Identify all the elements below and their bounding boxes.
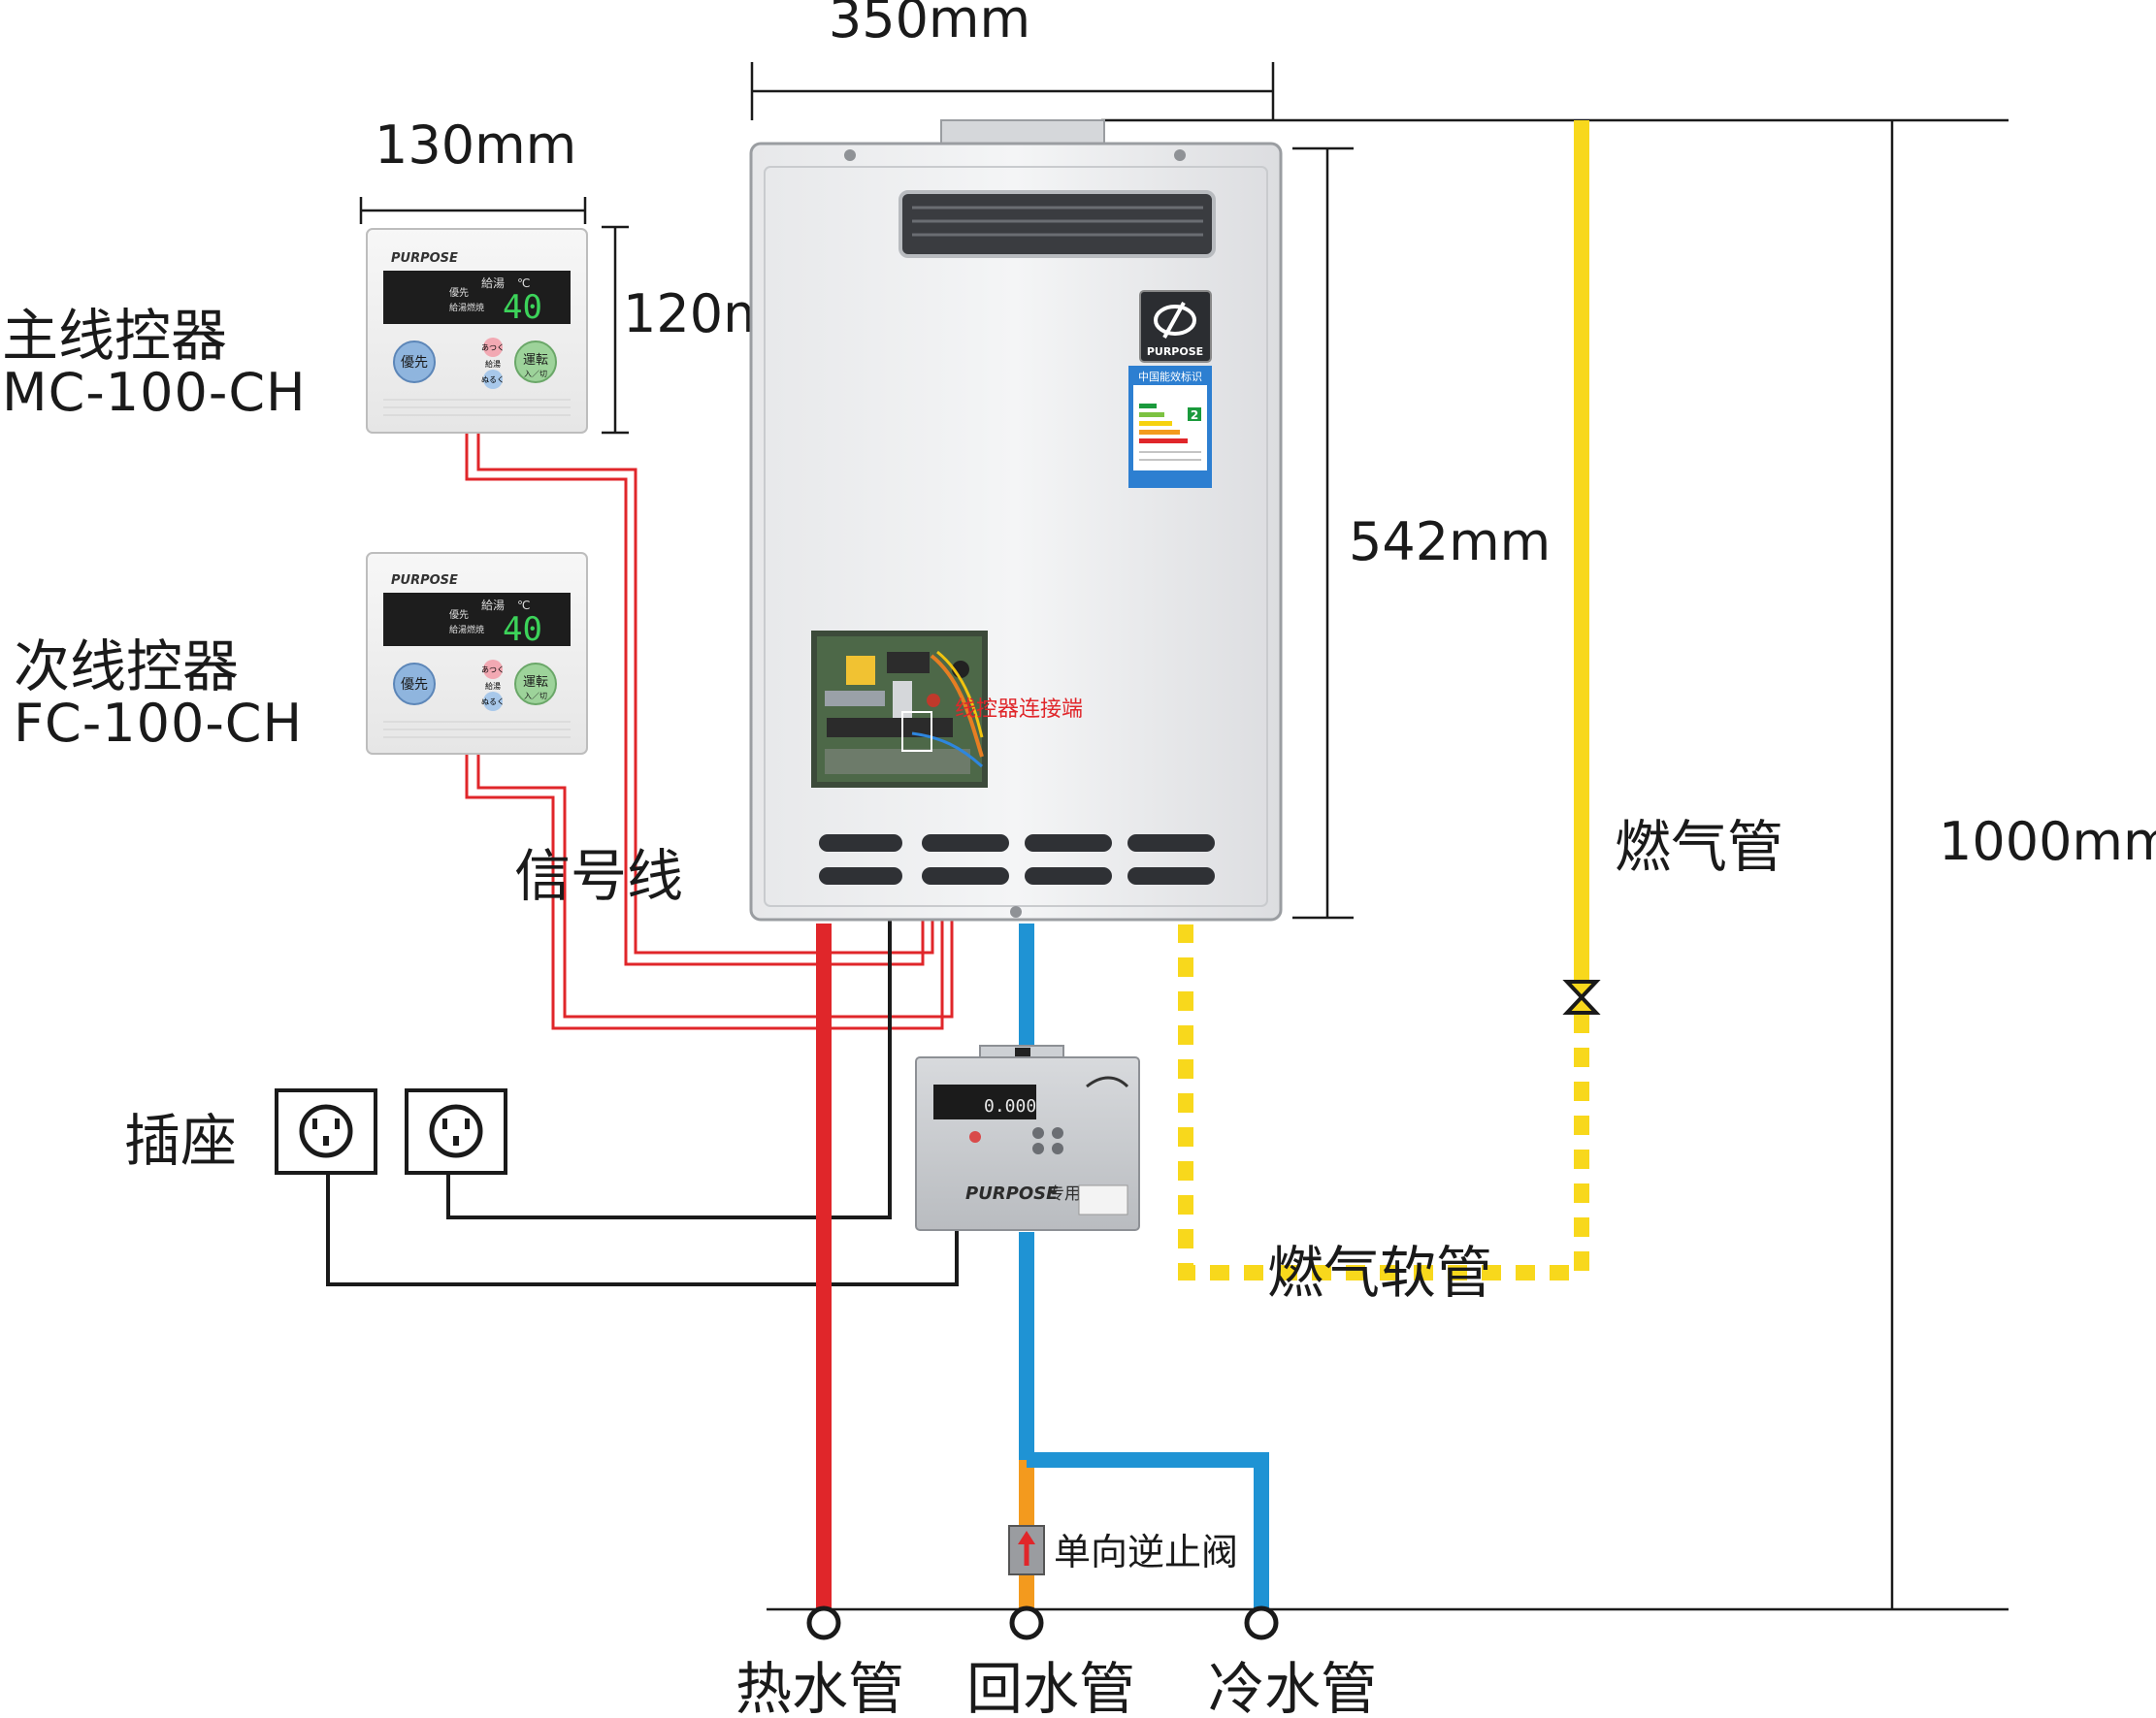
main-controller-indicator-2: 給湯燃焼 [449,302,484,313]
main-temp-down-label: ぬるく [481,375,505,384]
sub-controller-label-temp: 給湯 [481,599,505,612]
main-priority-button[interactable] [393,340,436,383]
main-temp-down-button[interactable] [483,370,503,389]
circuit-board: 线控器连接端 [811,631,1083,788]
sub-controller-display: 40 [503,610,542,649]
sub-controller-model: FC-100-CH [14,693,303,754]
sub-run-button[interactable] [514,663,557,705]
pump-display: 0.000 [984,1096,1036,1117]
socket-label: 插座 [124,1108,237,1174]
main-temp-mid-label: 給湯 [485,359,501,369]
main-temp-up-button[interactable] [483,338,503,357]
sub-run-label: 運転 [523,675,548,690]
sub-controller-name: 次线控器 [14,633,239,699]
gas-pipe-group [1178,120,1601,1280]
install-height-dimension: 1000mm [1939,811,2156,872]
dimension-lines [359,62,2009,1611]
main-controller-brand: PURPOSE [391,251,458,266]
gas-pipe-label: 燃气管 [1615,814,1783,880]
power-cords [326,918,959,1286]
width-dimension: 350mm [829,0,1030,49]
main-run-label: 運転 [523,353,548,368]
energy-label: 中国能效标识 2 [1128,366,1212,488]
main-controller-model: MC-100-CH [2,362,307,423]
pump-brand-suffix: 专用 [1048,1184,1081,1204]
pump-button[interactable] [969,1131,981,1143]
sub-temp-up-button[interactable] [483,660,503,679]
circulation-pump: 0.000 PURPOSE 专用 [915,1045,1140,1231]
socket-icon [429,1104,483,1158]
socket-2 [405,1088,507,1175]
main-temp-up-label: あつく [481,343,505,352]
sub-priority-label: 優先 [401,677,428,693]
sockets [275,1088,507,1175]
sub-controller-indicator-1: 優先 [449,608,469,621]
signal-wire-label: 信号线 [514,843,683,909]
sub-priority-button[interactable] [393,663,436,705]
sub-run-sub-label: 入／切 [524,692,547,700]
pump-button[interactable] [1032,1127,1044,1139]
intake-vents [819,834,1215,885]
gas-hose-label: 燃气软管 [1267,1240,1492,1306]
pipe-end-markers [806,1605,1279,1640]
main-controller-display: 40 [503,288,542,327]
return-pipe-label: 回水管 [966,1656,1135,1718]
heater-brand: PURPOSE [1147,345,1203,358]
sub-controller-label-unit: ℃ [517,599,530,612]
pump-brand: PURPOSE [965,1183,1059,1204]
controller-width-dimension: 130mm [375,114,576,176]
cold-water-pipe [1027,1452,1269,1609]
socket-icon [299,1104,353,1158]
main-controller-label-temp: 給湯 [481,276,505,290]
socket-1 [275,1088,377,1175]
check-valve-icon [1008,1525,1045,1575]
sub-temp-up-label: あつく [481,665,505,674]
main-priority-label: 優先 [401,355,428,371]
sub-controller-brand: PURPOSE [391,573,458,588]
main-controller: PURPOSE 給湯 ℃ 優先 給湯燃焼 40 優先 あつく 給湯 ぬるく 運転… [366,228,588,434]
hot-pipe-label: 热水管 [735,1656,904,1718]
exhaust-vent [898,190,1216,258]
signal-wires [465,433,954,1030]
height-dimension: 542mm [1349,511,1551,572]
check-valve-label: 单向逆止阀 [1054,1531,1238,1573]
water-heater: PURPOSE 中国能效标识 2 [749,119,1283,922]
brand-badge: PURPOSE [1139,290,1212,363]
sub-temp-down-label: ぬるく [481,697,505,706]
main-run-button[interactable] [514,340,557,383]
energy-grade: 2 [1191,408,1198,422]
gas-hose-line [1178,924,1589,1280]
sub-temp-mid-label: 給湯 [485,681,501,691]
pump-button[interactable] [1032,1143,1044,1154]
connector-label: 线控器连接端 [955,697,1083,722]
sub-temp-down-button[interactable] [483,692,503,711]
sub-controller-indicator-2: 給湯燃焼 [449,624,484,635]
main-controller-name: 主线控器 [2,303,227,369]
pump-button[interactable] [1052,1143,1063,1154]
sub-controller: PURPOSE 給湯 ℃ 優先 給湯燃焼 40 優先 あつく 給湯 ぬるく 運転… [366,552,588,755]
main-run-sub-label: 入／切 [524,370,547,378]
cold-pipe-label: 冷水管 [1208,1656,1377,1718]
pump-button[interactable] [1052,1127,1063,1139]
energy-label-title: 中国能效标识 [1138,370,1202,383]
main-controller-indicator-1: 優先 [449,286,469,299]
gas-valve-icon [1562,980,1601,1015]
main-controller-label-unit: ℃ [517,276,530,290]
